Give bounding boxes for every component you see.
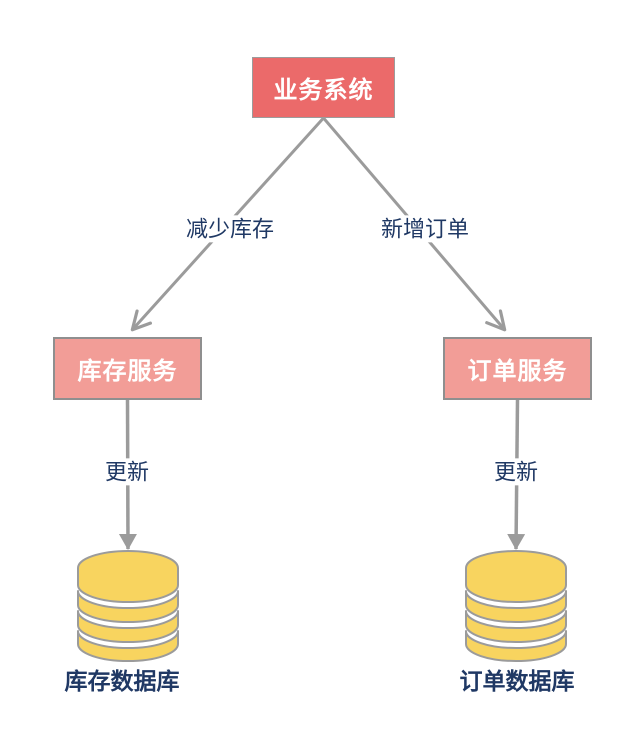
edge-label-update-order: 更新 <box>490 458 542 486</box>
edge-label-new-order: 新增订单 <box>377 215 473 243</box>
inventory-database-icon <box>77 550 179 662</box>
edge-label-decrease-inventory: 减少库存 <box>182 215 278 243</box>
node-order-service: 订单服务 <box>443 337 592 400</box>
node-order-database-label: 订单数据库 <box>459 668 575 694</box>
edge-label-update-inventory: 更新 <box>101 458 153 486</box>
node-inventory-service-label: 库存服务 <box>77 358 178 385</box>
node-inventory-database-label: 库存数据库 <box>64 668 180 694</box>
node-inventory-service: 库存服务 <box>53 337 202 400</box>
node-business-system-label: 业务系统 <box>273 77 374 104</box>
node-business-system: 业务系统 <box>252 57 395 118</box>
node-order-service-label: 订单服务 <box>467 358 568 385</box>
order-database-icon <box>465 550 567 662</box>
